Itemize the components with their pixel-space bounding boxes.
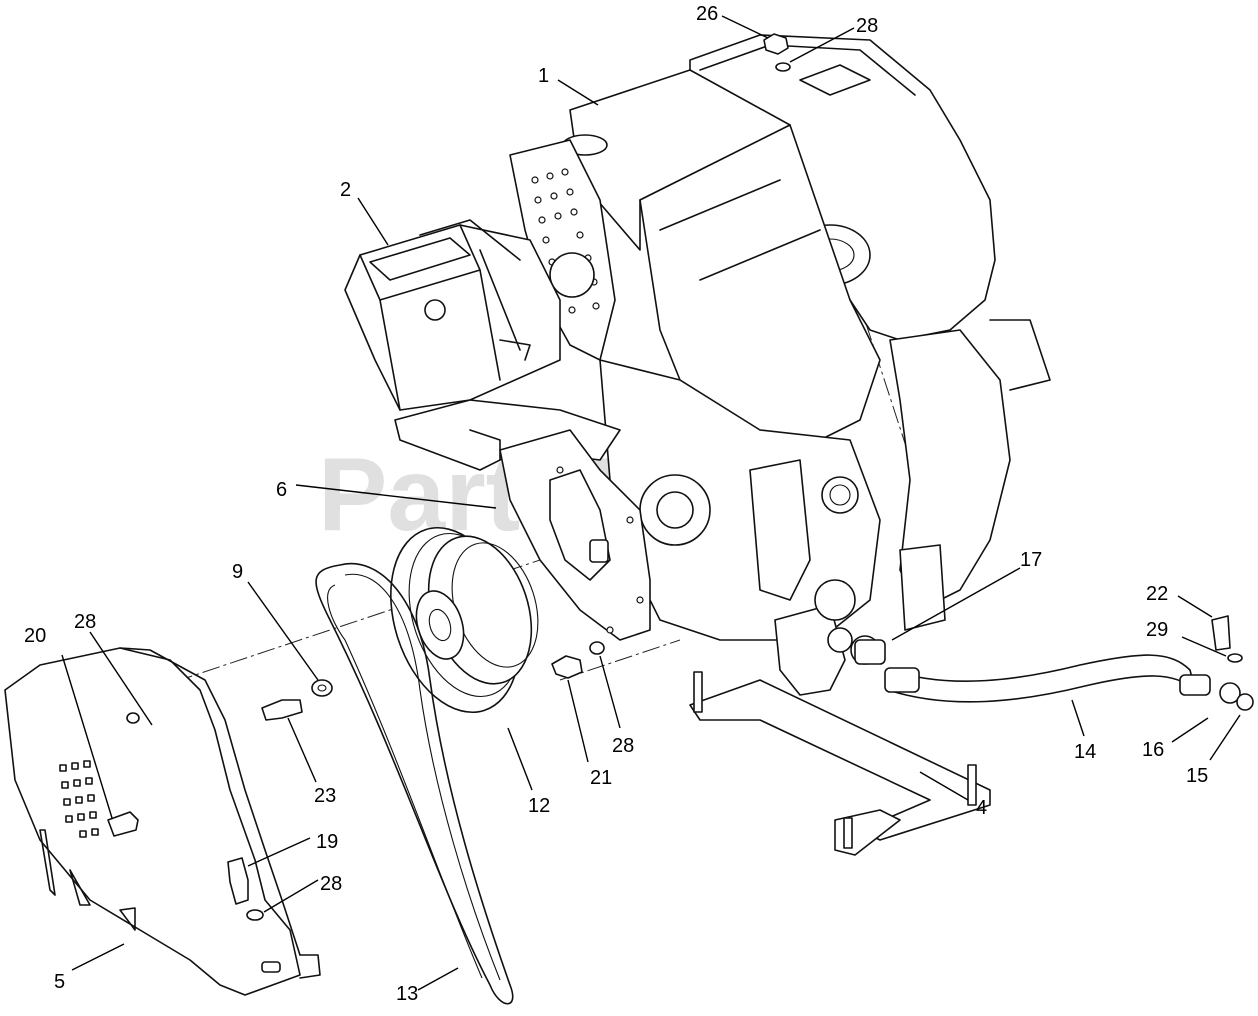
callout-28-lower: 28 [320,873,342,895]
belt-guard [4,647,321,996]
callout-20: 20 [24,625,46,647]
hardware [107,33,1243,921]
callout-13: 13 [396,983,418,1005]
callout-29: 29 [1146,619,1168,641]
callout-21: 21 [590,767,612,789]
callout-labels: 26 28 1 2 6 9 28 20 17 22 29 14 16 15 28… [24,3,1208,1005]
drive-pulley [390,526,609,714]
callout-14: 14 [1074,741,1096,763]
callout-26: 26 [696,3,718,25]
callout-28-guard: 28 [74,611,96,633]
leader-lines [61,15,1241,991]
hose-assembly [850,635,1254,711]
callout-23: 23 [314,785,336,807]
callout-9: 9 [232,561,243,583]
callout-15: 15 [1186,765,1208,787]
callout-28-plate: 28 [612,735,634,757]
callout-1: 1 [538,65,549,87]
engine-mount-base [689,671,991,856]
callout-16: 16 [1142,739,1164,761]
v-belt [315,562,514,1005]
engine-assembly [509,34,1051,696]
callout-5: 5 [54,971,65,993]
callout-22: 22 [1146,583,1168,605]
callout-17: 17 [1020,549,1042,571]
callout-28: 28 [856,15,878,37]
callout-19: 19 [316,831,338,853]
callout-12: 12 [528,795,550,817]
adapter-plate [499,429,651,641]
callout-2: 2 [340,179,351,201]
guard-vent-slots [59,760,99,838]
callout-6: 6 [276,479,287,501]
callout-4: 4 [976,797,987,819]
